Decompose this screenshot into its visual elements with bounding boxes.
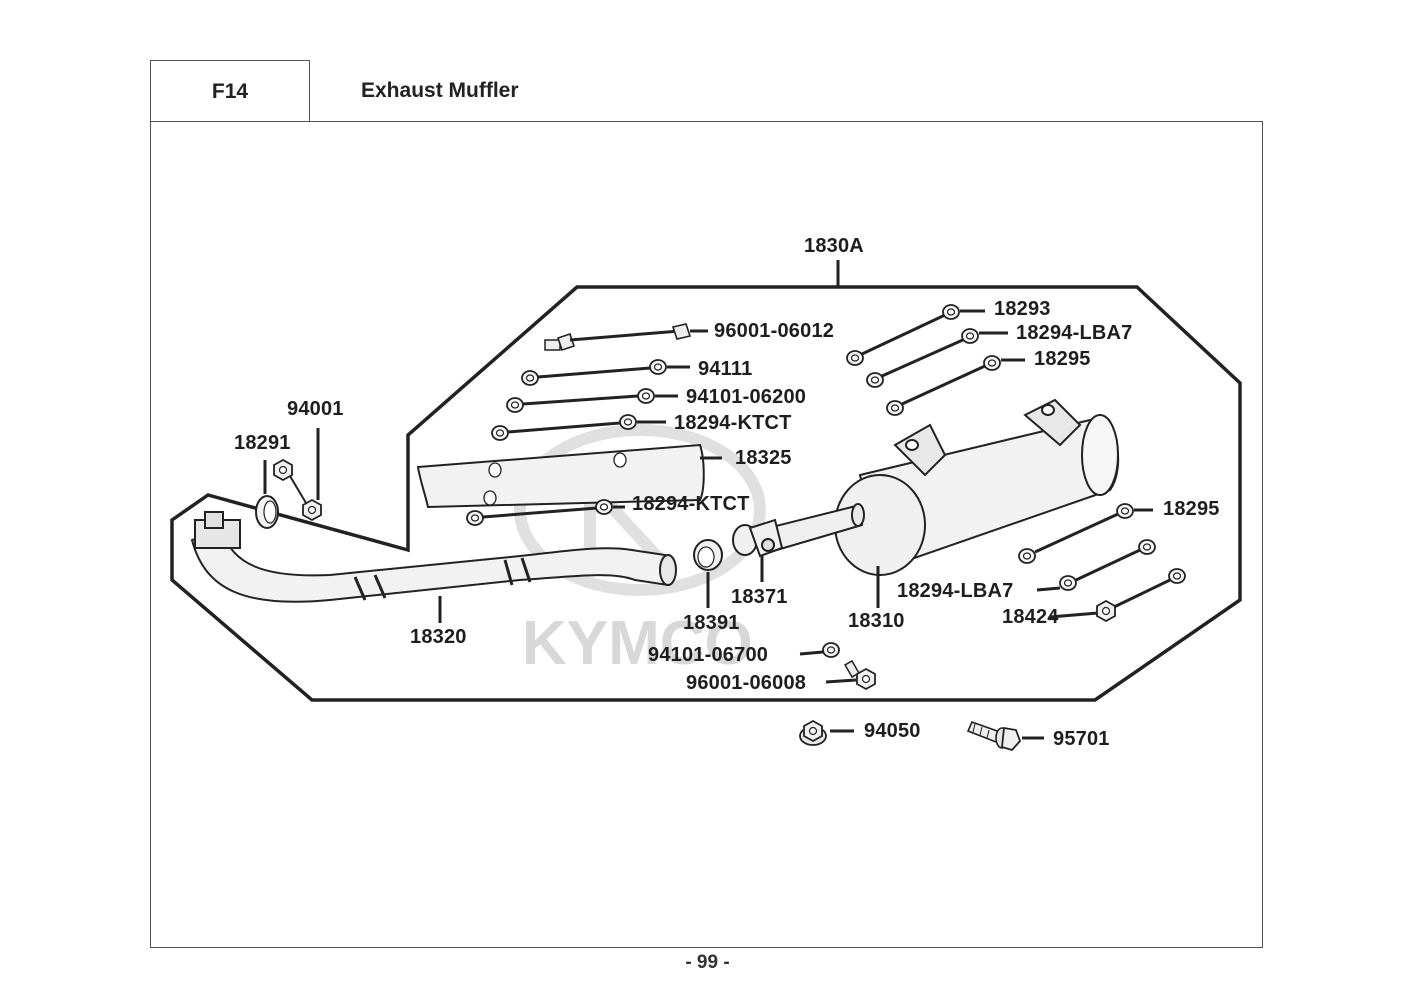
nut-18424 [1049,568,1186,622]
bolt-96001-06008 [825,659,876,690]
gasket [693,539,723,571]
flange-nut-94050 [799,720,854,746]
exhaust-pipe [190,511,677,603]
label-18424: 18424 [1002,606,1059,628]
exhaust-ring [255,495,279,529]
label-96001-06012: 96001-06012 [714,320,835,342]
label-1830A: 1830A [804,235,864,257]
flange-bolt-95701 [966,720,1044,752]
label-18294-LBA7-low: 18294-LBA7 [897,580,1014,602]
section-code: F14 [211,79,249,103]
watermark-text: KYMCO [522,609,753,678]
diagram-frame [150,121,1263,948]
page-title: Exhaust Muffler [361,79,519,102]
assembly-outline [170,285,1242,702]
label-18371: 18371 [731,586,788,608]
label-18325: 18325 [735,447,792,469]
label-94101-06700: 94101-06700 [648,644,769,666]
label-18291: 18291 [234,432,291,454]
label-18293: 18293 [994,298,1051,320]
header-top-rule [150,60,310,61]
label-18294-KTCT-mid: 18294-KTCT [632,493,750,515]
washer-18295-right [1018,503,1153,564]
label-94001: 94001 [287,398,344,420]
washer-18294-LBA7-top [866,328,1008,388]
washer-18294-KTCT-top [491,414,666,441]
label-18295-right: 18295 [1163,498,1220,520]
washer-94101-06700 [799,642,840,658]
nut-pair [273,459,322,521]
washer-18293 [846,304,985,366]
muffler-body [758,398,1120,576]
label-94050: 94050 [864,720,921,742]
label-18294-KTCT-top: 18294-KTCT [674,412,792,434]
label-94101-06200: 94101-06200 [686,386,807,408]
label-18294-LBA7-top: 18294-LBA7 [1016,322,1133,344]
clamp [732,518,784,558]
heat-shield [416,443,705,509]
bolt-96001-06012 [544,323,692,352]
washer-18294-KTCT-mid [466,499,625,526]
washer-18295-top [886,355,1025,416]
washer-18294-LBA7-low [1036,539,1156,592]
page-number: - 99 - [685,952,730,973]
label-18391: 18391 [683,612,740,634]
label-95701: 95701 [1053,728,1110,750]
label-94111: 94111 [698,358,753,380]
washer-94101-06200 [506,388,678,413]
section-title-cell [309,60,310,122]
washer-94111 [521,359,690,386]
label-18320: 18320 [410,626,467,648]
label-96001-06008: 96001-06008 [686,672,807,694]
label-18295-top: 18295 [1034,348,1091,370]
label-18310: 18310 [848,610,905,632]
